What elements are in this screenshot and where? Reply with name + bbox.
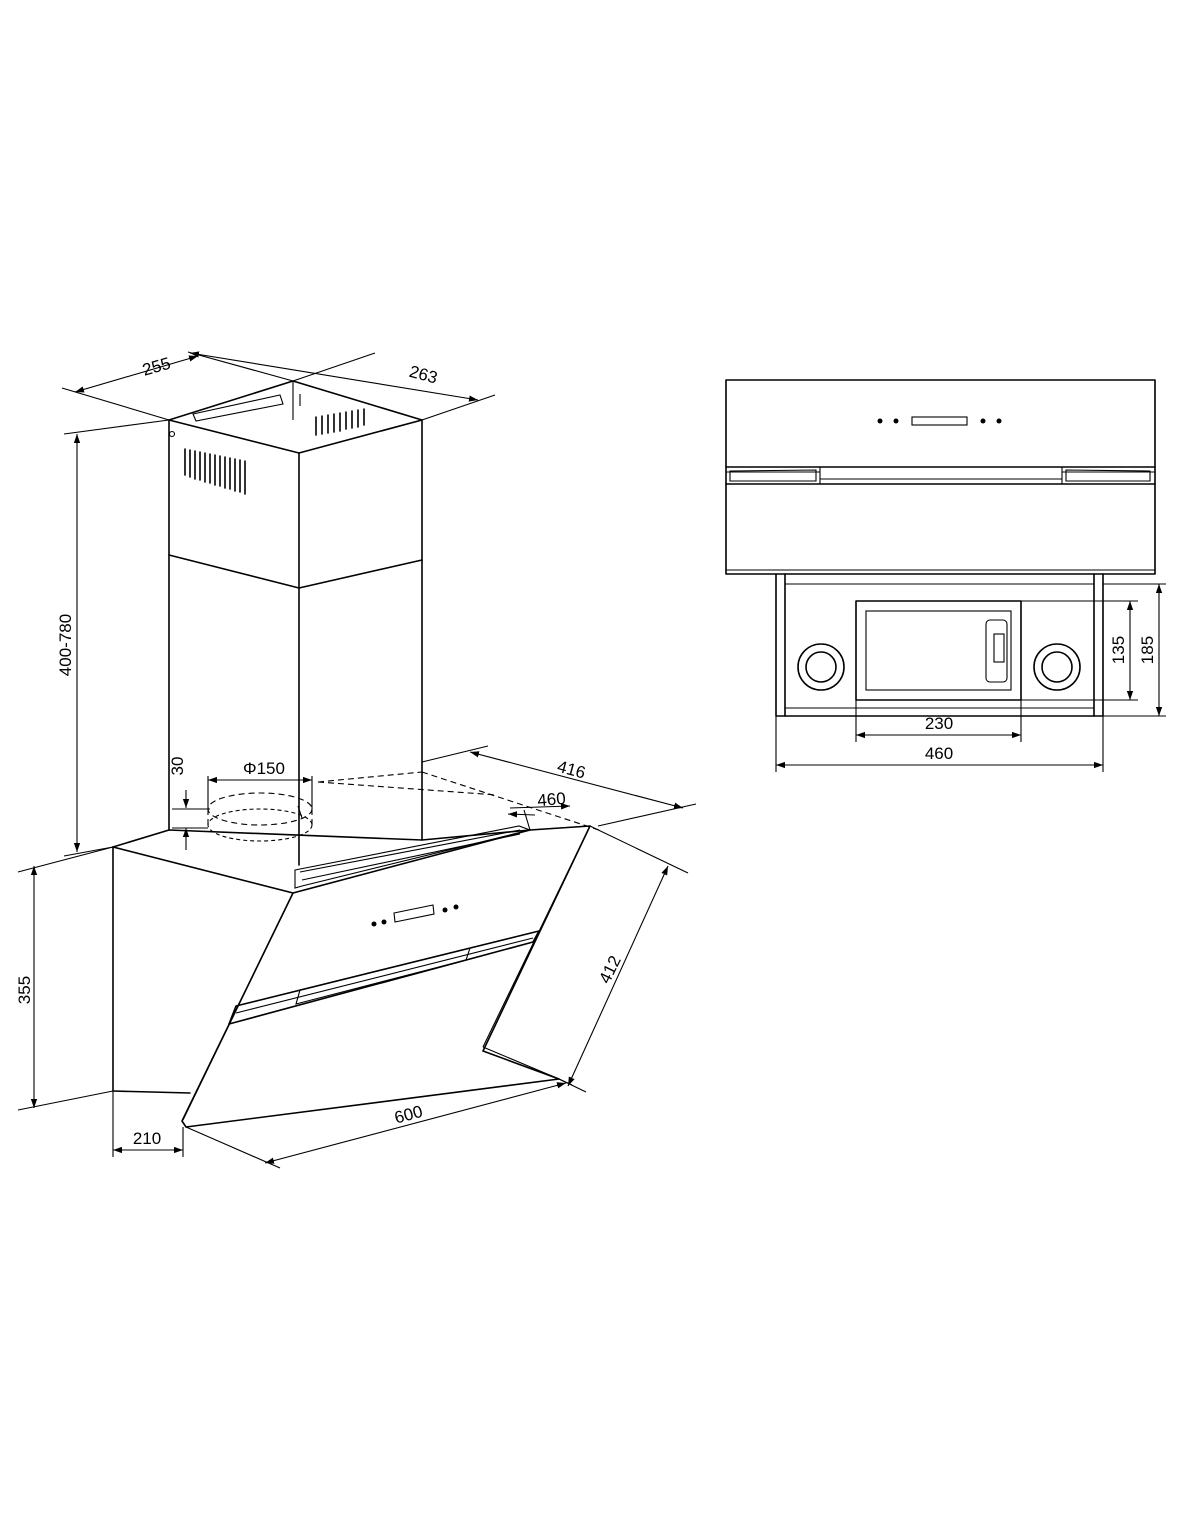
dim-355: 355: [15, 846, 114, 1111]
underside-frame: [775, 573, 1104, 717]
dim-30: 30: [168, 757, 210, 850]
dim-263-label: 263: [407, 362, 439, 388]
dim-230: 230: [855, 700, 1022, 742]
left-light: [797, 643, 845, 691]
dim-135: 135: [1021, 600, 1138, 701]
dim-210: 210: [112, 1091, 184, 1157]
glass-panel: [181, 825, 591, 1128]
dim-416-label: 416: [555, 757, 587, 783]
chimney: [168, 380, 423, 866]
dim-phi-150: Φ150: [207, 759, 313, 809]
dim-412: 412: [558, 825, 689, 1093]
dim-263: 263: [189, 351, 496, 421]
dim-460-top-label: 460: [537, 789, 567, 810]
chimney-vent-slots: [184, 408, 365, 495]
dim-460-top: 460: [507, 789, 571, 831]
front-control-buttons: [877, 416, 1002, 426]
dim-185-label: 185: [1138, 636, 1157, 664]
dim-416: 416: [421, 745, 697, 827]
dim-255: 255: [61, 351, 294, 421]
dim-600-label: 600: [392, 1102, 424, 1128]
dim-230-label: 230: [925, 714, 953, 733]
dim-135-label: 135: [1109, 636, 1128, 664]
dim-355-label: 355: [15, 976, 34, 1004]
dim-255-label: 255: [140, 354, 173, 380]
dim-400-780: 400-780: [56, 419, 170, 857]
dim-185: 185: [1103, 583, 1166, 717]
dim-30-label: 30: [168, 757, 187, 776]
dim-412-label: 412: [595, 953, 625, 987]
dim-600: 600: [185, 1078, 573, 1169]
dim-phi-150-label: Φ150: [243, 759, 285, 778]
dim-460-bottom-label: 460: [925, 744, 953, 763]
right-light: [1033, 643, 1081, 691]
hood-body: [112, 825, 532, 1094]
bottom-view: 135 185 230 460: [725, 379, 1166, 772]
dim-400-780-label: 400-780: [56, 614, 75, 676]
front-glass: [725, 379, 1156, 575]
dim-460-bottom: 460: [775, 716, 1104, 772]
dim-210-label: 210: [133, 1129, 161, 1148]
perspective-view: 255 263 400-780 30 Φ150: [15, 351, 697, 1169]
control-buttons: [371, 904, 459, 927]
